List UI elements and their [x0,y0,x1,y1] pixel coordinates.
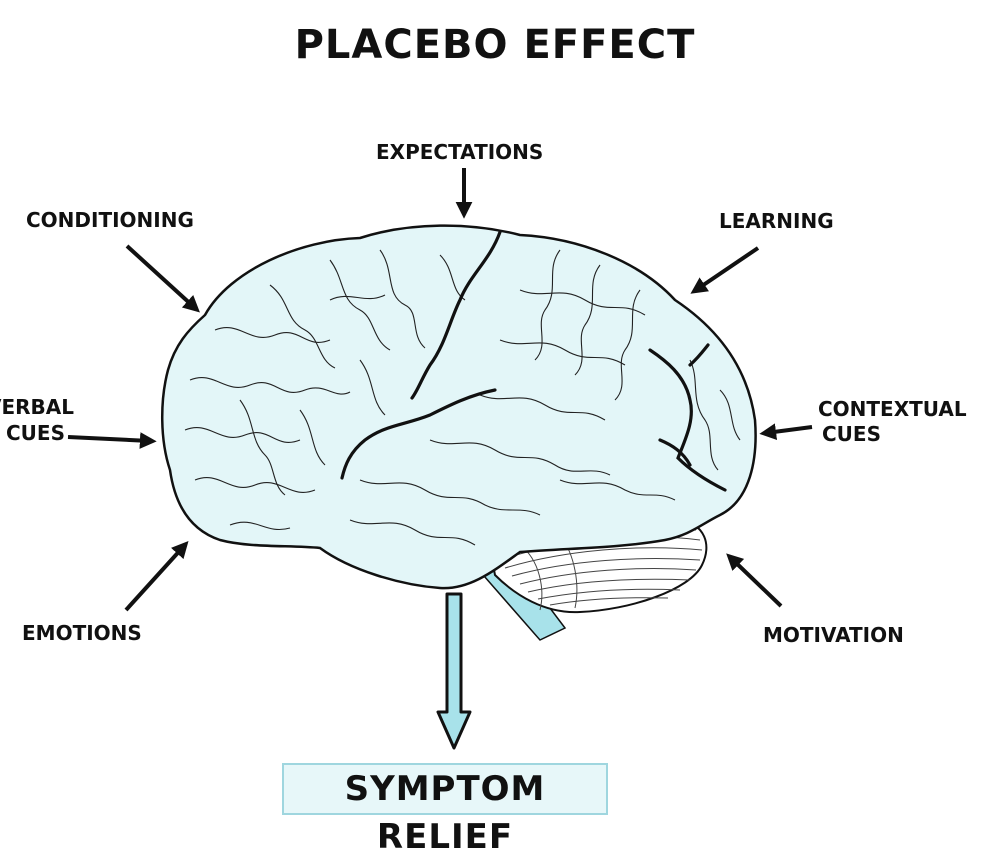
label-verbal-cues-line2: CUES [6,421,65,445]
label-contextual-cues-line1: CONTEXTUAL [818,397,967,421]
brain-fissures [340,230,727,492]
arrow-conditioning [125,244,200,313]
arrow-emotions [124,541,189,612]
placebo-diagram [67,168,813,750]
arrow-learning [690,246,760,294]
label-expectations: EXPECTATIONS [376,140,544,164]
outcome-arrow [436,592,472,750]
diagram-title: PLACEBO EFFECT [294,22,696,68]
brain-folds [184,249,741,546]
arrow-motivation [726,553,783,608]
label-conditioning: CONDITIONING [26,208,194,232]
arrow-contextual-cues [759,423,813,441]
brain-outline [160,224,757,590]
arrow-verbal-cues [67,432,157,449]
outcome-label: SYMPTOM RELIEF [344,769,546,857]
label-learning: LEARNING [719,209,834,233]
outcome-box: SYMPTOM RELIEF [282,763,608,857]
label-contextual-cues-line2: CUES [822,422,881,446]
label-emotions: EMOTIONS [22,621,142,645]
label-verbal-cues-line1: VERBAL [0,395,75,419]
label-motivation: MOTIVATION [763,623,904,647]
